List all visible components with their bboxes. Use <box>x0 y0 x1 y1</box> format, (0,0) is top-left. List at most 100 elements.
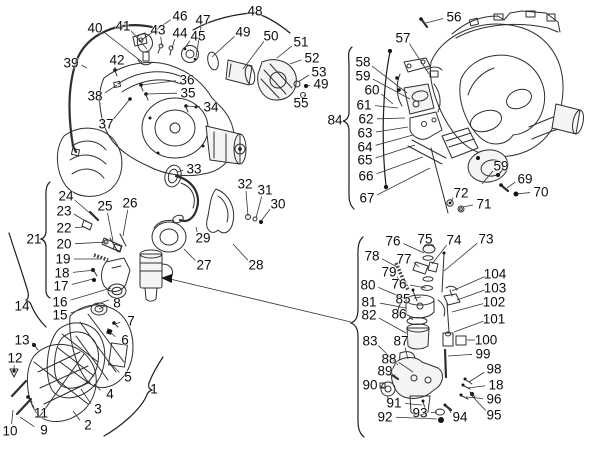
leader-87 <box>404 347 409 360</box>
leader-28 <box>232 243 249 261</box>
leader-89 <box>394 374 396 378</box>
leader-104 <box>451 276 485 292</box>
mount-bracket-cluster <box>395 57 447 165</box>
leader-34 <box>185 105 201 108</box>
leader-78 <box>381 258 398 268</box>
intake-trumpet <box>151 221 187 253</box>
intake-elbow <box>136 33 153 53</box>
cowl-outline <box>429 23 564 157</box>
leader-8 <box>98 304 107 310</box>
leader-80 <box>378 287 407 300</box>
leader-52 <box>289 59 302 65</box>
leader-30 <box>260 208 271 222</box>
leader-18b <box>467 385 486 389</box>
throttle-slide <box>397 294 446 319</box>
leader-26 <box>122 209 129 237</box>
leader-11 <box>27 396 35 408</box>
leader-29 <box>195 226 198 233</box>
filter-cover <box>27 343 97 422</box>
leader-69 <box>506 181 516 189</box>
leader-98 <box>468 371 485 383</box>
leader-91 <box>404 403 423 406</box>
leader-18a <box>72 269 96 273</box>
air-filter-drawing <box>9 302 134 422</box>
leader-20 <box>74 241 108 245</box>
leader-61 <box>374 105 399 109</box>
leader-46 <box>139 19 171 42</box>
leader-57 <box>409 43 430 75</box>
manifold-flange <box>181 45 199 63</box>
leader-16 <box>70 287 112 301</box>
leader-59a <box>372 78 411 100</box>
slide-o-ring <box>406 317 428 325</box>
leader-76a <box>403 243 425 254</box>
leader-51 <box>276 45 293 59</box>
brace-1 <box>103 356 164 437</box>
arm-bushing <box>551 103 581 135</box>
leader-65 <box>375 144 416 159</box>
leader-38 <box>104 84 118 94</box>
leader-99 <box>447 354 473 357</box>
leader-102 <box>451 303 484 313</box>
leader-95 <box>471 395 486 411</box>
leader-4 <box>93 383 101 391</box>
leader-67 <box>376 167 431 196</box>
leader-49b <box>306 84 311 87</box>
leader-58 <box>371 65 408 94</box>
leader-76b <box>409 284 427 289</box>
leader-92 <box>395 416 438 420</box>
filter-housing <box>69 304 134 389</box>
brace-21 <box>39 181 51 299</box>
leader-27 <box>183 248 196 261</box>
brace-carburetor <box>349 236 365 438</box>
leader-50 <box>242 41 265 70</box>
leader-88 <box>398 362 414 373</box>
rear-frame-drawing <box>395 10 584 214</box>
breather-tube <box>68 24 154 154</box>
intake-cluster-drawing <box>81 174 263 302</box>
leader-23 <box>73 213 88 223</box>
leader-79 <box>396 276 403 285</box>
leader-43 <box>160 36 163 47</box>
heat-shield <box>206 188 235 234</box>
leader-66 <box>376 156 424 175</box>
leader-74 <box>431 244 447 265</box>
leader-3 <box>80 388 92 404</box>
intake-hose <box>174 174 200 223</box>
leader-35 <box>145 92 178 95</box>
leader-94 <box>447 407 452 414</box>
leader-62 <box>376 117 406 120</box>
leader-101 <box>453 320 484 333</box>
leader-6 <box>109 331 116 338</box>
leader-40 <box>103 31 143 63</box>
leader-83 <box>378 345 399 366</box>
leader-7 <box>114 321 121 325</box>
leader-47 <box>195 26 202 58</box>
leader-63 <box>375 126 409 133</box>
leader-31 <box>255 196 263 219</box>
leader-56 <box>425 18 444 24</box>
leader-37 <box>113 98 131 120</box>
carburetor-group-leader <box>169 278 352 323</box>
leader-2 <box>72 410 81 421</box>
brace-48 <box>192 12 291 34</box>
leader-55 <box>303 94 306 97</box>
leader-77 <box>413 261 420 268</box>
leader-72 <box>450 197 454 203</box>
leader-60 <box>380 93 394 105</box>
brace-14 <box>8 232 47 328</box>
leader-32 <box>245 190 249 217</box>
leader-22 <box>74 226 85 229</box>
leader-93 <box>430 411 438 413</box>
leader-33 <box>176 169 184 173</box>
leader-10 <box>11 409 14 425</box>
cylinder-shroud <box>57 127 123 197</box>
leader-45 <box>183 40 191 50</box>
leader-arrowhead <box>161 274 172 283</box>
carburetor-exploded-drawing <box>379 243 476 423</box>
leader-5 <box>106 359 120 373</box>
leader-13 <box>31 342 35 346</box>
leader-82 <box>378 317 407 334</box>
